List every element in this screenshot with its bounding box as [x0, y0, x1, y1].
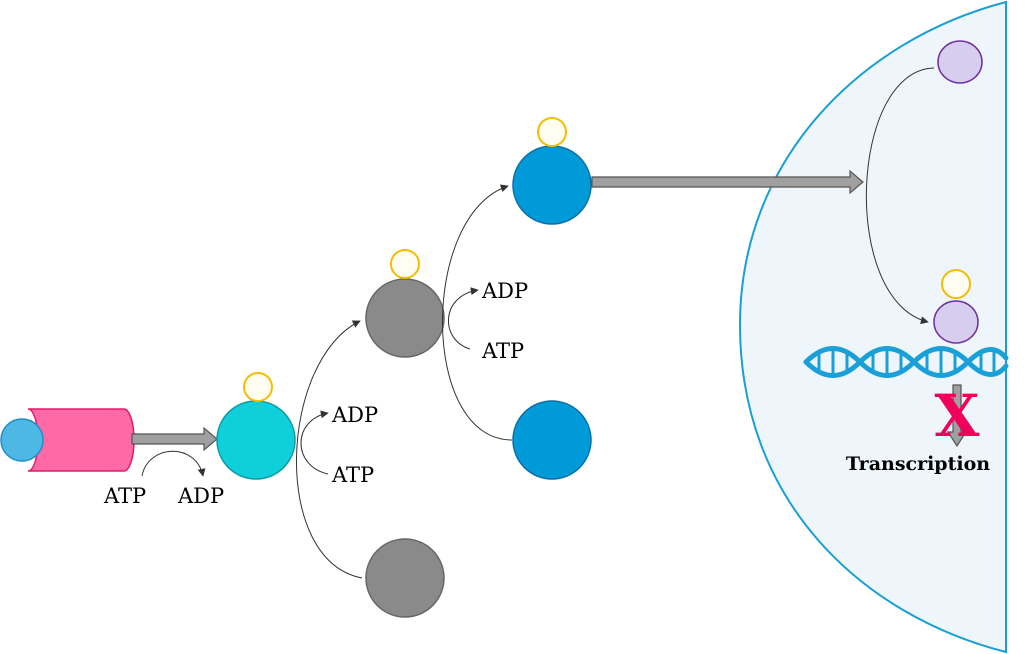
- activation-curve-step-2: [442, 184, 513, 441]
- atp-label-step-1: ATP: [331, 463, 374, 487]
- adp-label-step-2: ADP: [481, 279, 528, 303]
- phosphate-kinase-2: [390, 249, 420, 279]
- atp-adp-curve-step-2: [447, 287, 479, 350]
- block-mark: X: [934, 382, 979, 450]
- tf-activation-curve: [865, 67, 935, 325]
- activation-curve-step-1: [296, 320, 363, 579]
- phosphate-kinase-3: [537, 117, 567, 147]
- nucleus: [738, 0, 1007, 654]
- transcription-arrow: [946, 384, 968, 448]
- receptor: [27, 408, 135, 472]
- transcription-factor-active: [933, 300, 979, 344]
- kinase-2-inactive: [365, 538, 445, 618]
- adp-label-step-1: ADP: [331, 403, 378, 427]
- atp-label-step-2: ATP: [481, 339, 524, 363]
- kinase-3-active: [512, 145, 592, 225]
- translocation-arrow: [591, 169, 864, 195]
- phosphate-transcription-factor: [941, 269, 971, 299]
- kinase-2-active: [365, 278, 445, 358]
- adp-label-receptor: ADP: [177, 484, 224, 508]
- transcription-factor-inactive: [937, 40, 983, 84]
- atp-adp-curve-step-1: [300, 410, 329, 475]
- transcription-label: Transcription: [846, 453, 990, 475]
- ligand: [0, 418, 44, 462]
- kinase-1-active: [216, 400, 296, 480]
- atp-label-receptor: ATP: [103, 484, 146, 508]
- kinase-3-inactive: [512, 400, 592, 480]
- atp-adp-curve-receptor: [141, 450, 206, 477]
- dna-helix: [803, 346, 1009, 378]
- phosphate-kinase-1: [243, 372, 273, 402]
- activation-arrow-1: [131, 426, 218, 452]
